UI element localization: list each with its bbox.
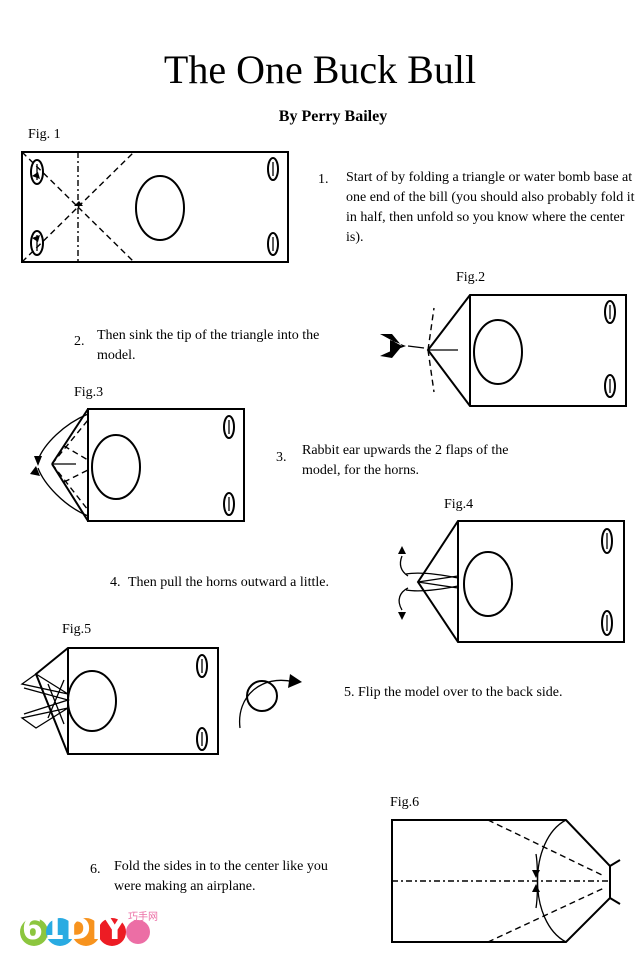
site-logo-graphic xyxy=(20,918,150,946)
fig6-label: Fig.6 xyxy=(390,795,420,810)
step4-number: 4. xyxy=(110,575,121,590)
flip-arrow-icon xyxy=(239,674,302,729)
fig2-diagram xyxy=(380,294,627,407)
step5-body: Flip the model over to the back side. xyxy=(358,685,563,700)
fig4-diagram xyxy=(398,520,625,643)
site-logo: 61DIY 巧手网 xyxy=(14,906,164,952)
step6-number: 6. xyxy=(90,862,101,877)
step6-text: Fold the sides in to the center like you… xyxy=(114,859,328,894)
logo-subtext: 巧手网 xyxy=(128,912,158,923)
step1-number: 1. xyxy=(318,172,329,187)
page-title: The One Buck Bull xyxy=(163,47,477,92)
step5-text: 5. Flip the model over to the back side. xyxy=(344,683,624,703)
fig5-label: Fig.5 xyxy=(62,622,92,637)
step3-text: Rabbit ear upwards the 2 flaps of the mo… xyxy=(302,443,509,478)
fig3-label: Fig.3 xyxy=(74,385,104,400)
fig5-diagram xyxy=(20,647,219,755)
fig1-label: Fig. 1 xyxy=(28,127,61,142)
fig4-label: Fig.4 xyxy=(444,497,474,512)
fig2-label: Fig.2 xyxy=(456,270,486,285)
step3-number: 3. xyxy=(276,450,287,465)
fig3-diagram xyxy=(30,408,245,522)
fig1-diagram xyxy=(21,151,289,263)
step5-number: 5. xyxy=(344,685,355,700)
step1-text: Start of by folding a triangle or water … xyxy=(346,170,635,245)
logo-text: 61DIY xyxy=(22,912,127,947)
author-byline: By Perry Bailey xyxy=(278,108,388,125)
fig6-diagram xyxy=(391,819,621,943)
step2-text: Then sink the tip of the triangle into t… xyxy=(97,328,320,363)
step2-number: 2. xyxy=(74,334,85,349)
step4-text: Then pull the horns outward a little. xyxy=(128,575,330,590)
